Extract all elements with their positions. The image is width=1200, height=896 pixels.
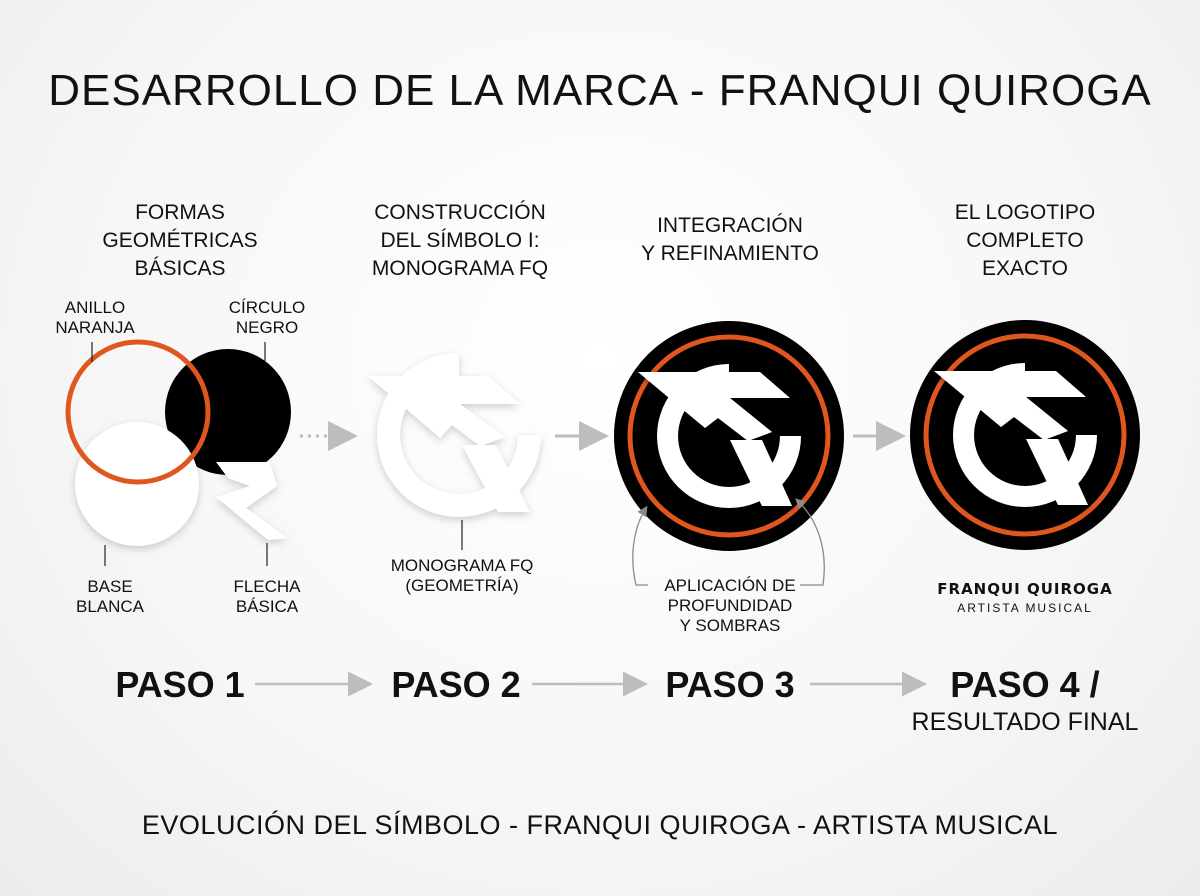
label-monogram: MONOGRAMA FQ (GEOMETRÍA) [390,556,534,595]
result-label: RESULTADO FINAL [911,708,1139,736]
page-title: DESARROLLO DE LA MARCA - FRANQUI QUIROGA [48,66,1152,115]
label-depth-shadows: APLICACIÓN DE PROFUNDIDAD Y SOMBRAS [664,576,796,635]
brand-name: FRANQUI QUIROGA [937,580,1113,598]
logo-final [910,320,1140,550]
step-2-label: PASO 2 [391,664,521,705]
monogram-white [368,353,541,517]
label-orange-ring: ANILLO NARANJA [55,298,135,337]
step-4-label: PASO 4 / [950,664,1100,705]
step4-heading: EL LOGOTIPO COMPLETO EXACTO [954,201,1096,280]
orange-ring-shape [65,339,211,485]
arrow-shape [216,462,288,540]
label-white-base: BASE BLANCA [75,577,145,616]
basic-shapes-group [65,339,291,546]
logo-step3 [614,321,844,551]
footer-caption: EVOLUCIÓN DEL SÍMBOLO - FRANQUI QUIROGA … [141,810,1059,840]
label-black-circle: CÍRCULO NEGRO [228,298,306,337]
brand-subtitle: ARTISTA MUSICAL [957,601,1093,615]
black-circle-shape [165,349,291,475]
step-3-label: PASO 3 [665,664,795,705]
step1-heading: FORMAS GEOMÉTRICAS BÁSICAS [102,201,258,280]
step2-heading: CONSTRUCCIÓN DEL SÍMBOLO I: MONOGRAMA FQ [371,201,549,280]
label-basic-arrow: FLECHA BÁSICA [233,577,301,616]
step3-heading: INTEGRACIÓN Y REFINAMIENTO [641,214,819,265]
step-1-label: PASO 1 [115,664,245,705]
